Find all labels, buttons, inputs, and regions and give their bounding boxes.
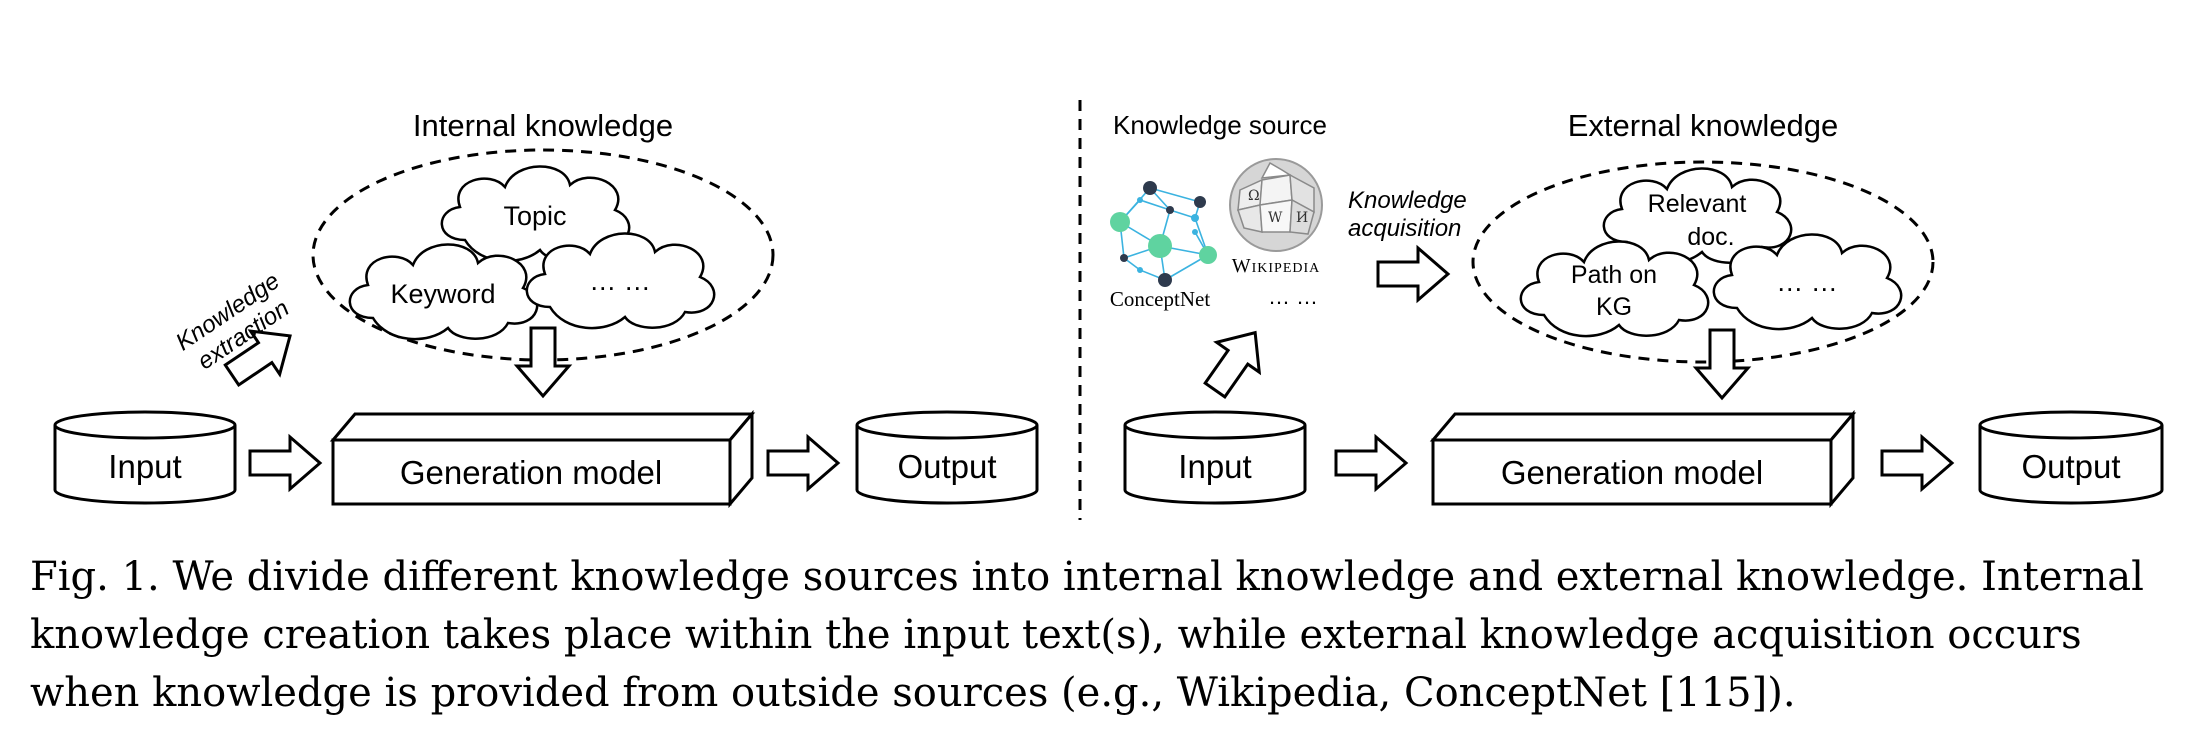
external-knowledge-ellipse: [1471, 160, 1935, 364]
generation-model-label-right: Generation model: [1501, 454, 1763, 491]
svg-text:И: И: [1296, 210, 1308, 226]
arrow-down-external: [1694, 328, 1750, 400]
knowledge-acquisition-line2: acquisition: [1348, 215, 1461, 242]
cloud-more-external: … …: [1712, 233, 1903, 331]
wikipedia-wordmark: Wikipedia: [1232, 255, 1321, 277]
cloud-keyword: Keyword: [348, 243, 539, 341]
cloud-relevant-line1: Relevant: [1648, 190, 1747, 218]
external-knowledge-title: External knowledge: [1568, 108, 1839, 143]
output-label-right: Output: [2021, 448, 2120, 485]
cloud-topic-label: Topic: [503, 201, 566, 231]
internal-knowledge-title: Internal knowledge: [413, 108, 673, 143]
cloud-more-internal: … …: [525, 232, 716, 330]
output-cylinder-left: Output: [855, 410, 1039, 505]
cloud-path-line2: KG: [1596, 293, 1632, 321]
cloud-keyword-label: Keyword: [390, 279, 495, 309]
output-cylinder-right: Output: [1978, 410, 2164, 505]
arrow-input-to-model-right: [1334, 435, 1408, 491]
input-cylinder-left: Input: [53, 410, 237, 505]
arrow-input-to-model-left: [248, 435, 322, 491]
conceptnet-label: ConceptNet: [1110, 287, 1210, 311]
conceptnet-logo: ConceptNet: [1110, 181, 1217, 311]
cloud-topic: Topic: [440, 165, 631, 263]
input-label-right: Input: [1178, 448, 1251, 485]
cloud-more-internal-label: … …: [589, 266, 651, 296]
figure-caption: Fig. 1. We divide different knowledge so…: [30, 554, 2144, 716]
arrow-model-to-output-right: [1880, 435, 1954, 491]
arrow-knowledge-acquisition: [1376, 246, 1450, 302]
svg-text:Ω: Ω: [1248, 188, 1260, 204]
output-label-left: Output: [897, 448, 996, 485]
input-cylinder-right: Input: [1123, 410, 1307, 505]
knowledge-source-title: Knowledge source: [1113, 110, 1327, 140]
cloud-relevant-doc: Relevant doc.: [1602, 167, 1793, 265]
generation-model-label-left: Generation model: [400, 454, 662, 491]
cloud-relevant-line2: doc.: [1687, 223, 1734, 251]
arrow-model-to-output-left: [766, 435, 840, 491]
input-label-left: Input: [108, 448, 181, 485]
cloud-path-on-kg: Path on KG: [1519, 240, 1710, 338]
knowledge-acquisition-line1: Knowledge: [1348, 187, 1467, 214]
generation-model-box-right: Generation model: [1429, 409, 1857, 509]
cloud-more-external-label: … …: [1776, 267, 1838, 297]
generation-model-box-left: Generation model: [329, 409, 756, 509]
svg-text:W: W: [1268, 210, 1283, 226]
arrow-input-to-source: [1192, 316, 1278, 407]
knowledge-sources-diagram: Internal knowledge Topic Keyword … … Kno…: [53, 100, 2164, 520]
wikipedia-logo: Ω W И Wikipedia: [1229, 158, 1323, 277]
cloud-path-line1: Path on: [1571, 261, 1657, 289]
arrow-down-internal: [515, 326, 571, 398]
sources-more-label: … …: [1268, 284, 1318, 309]
